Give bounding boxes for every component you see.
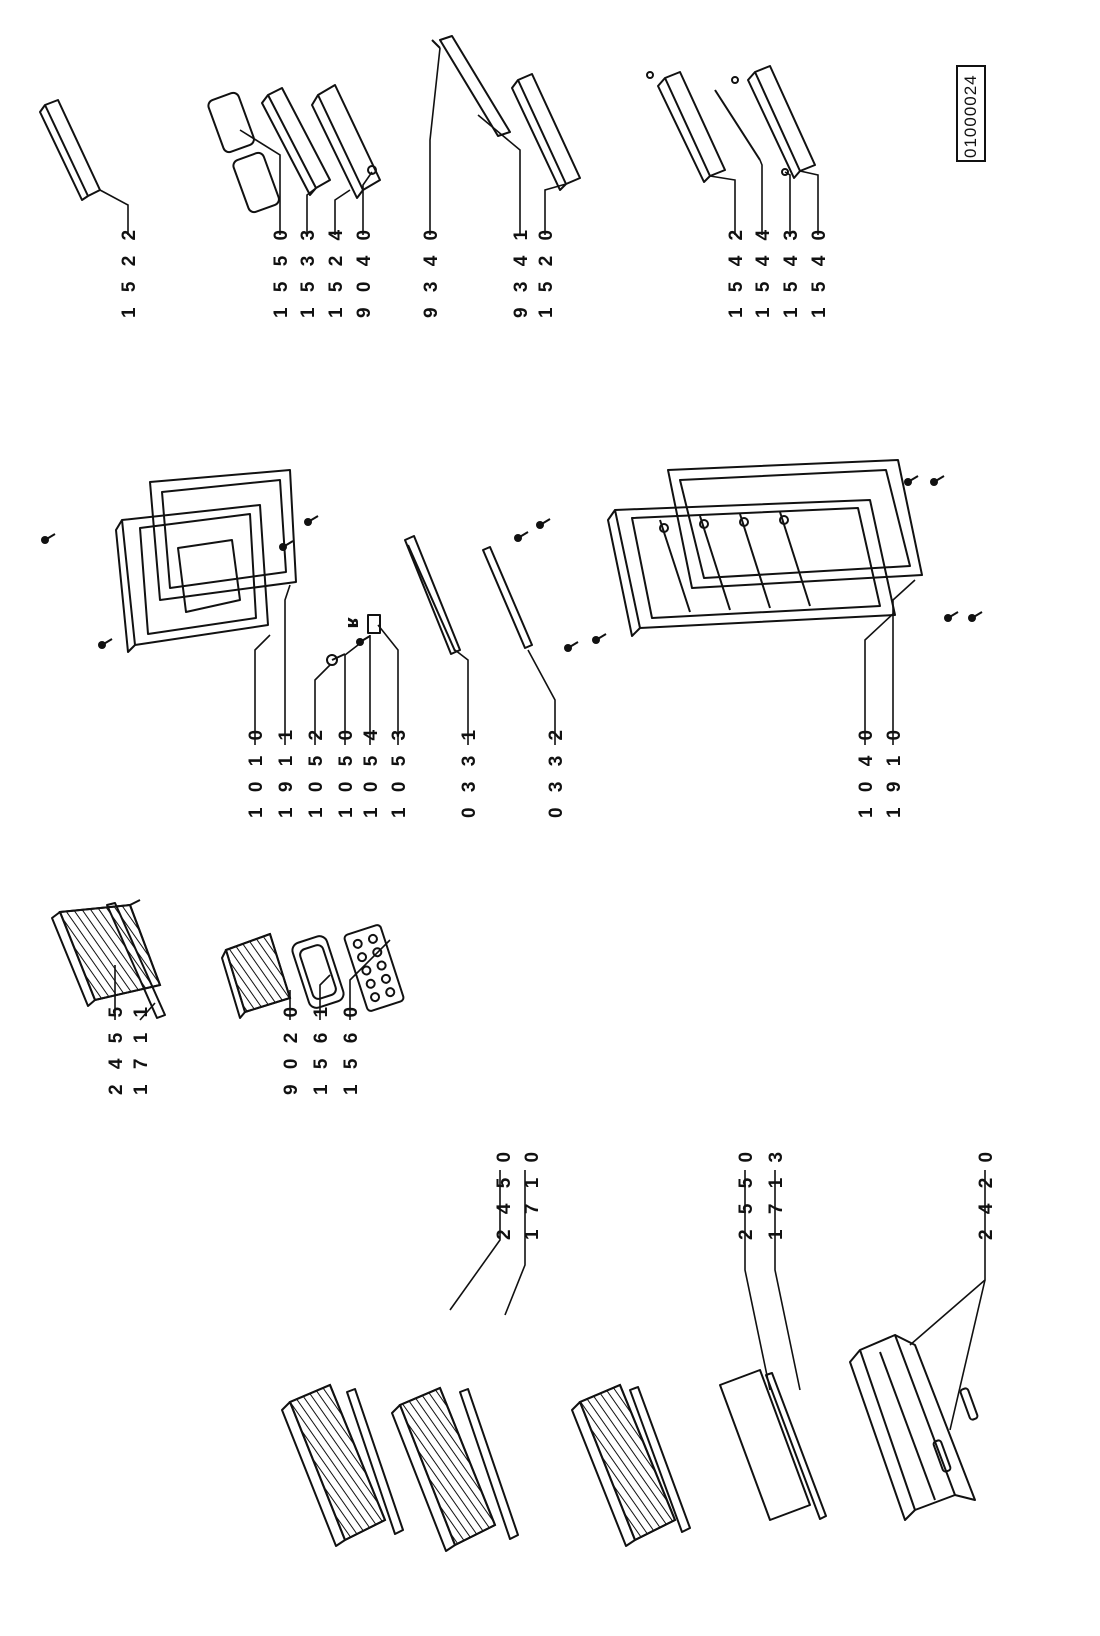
balcony-1542-drawing [657, 71, 726, 183]
part-label-1713: 1 7 1 3 [766, 1147, 787, 1240]
part-label-0332: 0 3 3 2 [546, 725, 567, 818]
freezer-gasket-1911-drawing [149, 469, 297, 601]
part-label-1543: 1 5 4 3 [781, 225, 802, 318]
part-label-1524: 1 5 2 4 [326, 225, 347, 318]
grille-shelf-lower-drawing [571, 1383, 691, 1547]
part-label-1052: 1 0 5 2 [306, 725, 327, 818]
pins-1544-1543-drawing [646, 71, 789, 176]
svg-text:ʁ: ʁ [342, 616, 363, 628]
part-label-1710: 1 7 1 0 [522, 1147, 543, 1240]
part-label-1561: 1 5 6 1 [311, 1002, 332, 1095]
grille-shelf-upper-drawing [281, 1383, 404, 1547]
part-label-9340: 9 3 4 0 [421, 225, 442, 318]
part-label-1010: 1 0 1 0 [246, 725, 267, 818]
part-label-1520: 1 5 2 0 [536, 225, 557, 318]
main-door-1040-drawing [607, 499, 896, 637]
document-code-box: 01000024 [956, 65, 986, 162]
part-label-1522: 1 5 2 2 [119, 225, 140, 318]
part-label-0331: 0 3 3 1 [459, 725, 480, 818]
crisper-drawer-2420-drawing [849, 1334, 979, 1521]
cover-strip-0331-drawing [404, 535, 461, 655]
part-label-1910: 1 9 1 0 [884, 725, 905, 818]
egg-trays-1550-drawing [207, 91, 280, 214]
part-label-1533: 1 5 3 3 [298, 225, 319, 318]
part-label-2455: 2 4 5 5 [106, 1002, 127, 1095]
main-gasket-1910-drawing [667, 459, 923, 589]
part-label-1542: 1 5 4 2 [726, 225, 747, 318]
part-label-1911: 1 9 1 1 [276, 725, 297, 818]
part-label-1054: 1 0 5 4 [361, 725, 382, 818]
hinge-fittings-drawing: ʁ [326, 614, 381, 666]
bottle-rack-1524-drawing [311, 84, 381, 199]
part-label-1711: 1 7 1 1 [131, 1002, 152, 1095]
part-label-1050: 1 0 5 0 [336, 725, 357, 818]
shelf-2455-drawing [51, 899, 162, 1007]
part-label-1540: 1 5 4 0 [809, 225, 830, 318]
rack-9020-drawing [221, 932, 292, 1019]
freezer-door-1010-drawing [115, 504, 269, 653]
part-label-1053: 1 0 5 3 [389, 725, 410, 818]
trim-strip-0332-drawing [482, 546, 533, 649]
ice-tray-1560-drawing [343, 924, 405, 1012]
balcony-1540-drawing [747, 65, 816, 179]
part-label-2450: 2 4 5 0 [494, 1147, 515, 1240]
part-label-9341: 9 3 4 1 [511, 225, 532, 318]
screws-and-clips-drawing [40, 475, 983, 653]
document-code: 01000024 [961, 74, 980, 158]
part-label-2420: 2 4 2 0 [976, 1147, 997, 1240]
leader-lines [99, 47, 986, 1431]
part-label-9040: 9 0 4 0 [354, 225, 375, 318]
part-label-9020: 9 0 2 0 [281, 1002, 302, 1095]
glass-strip-1711-drawing [106, 902, 166, 1019]
balcony-1522-drawing [39, 99, 101, 201]
strip-9340-drawing [431, 35, 511, 137]
grille-shelf-2450-drawing [391, 1386, 519, 1552]
part-label-1560: 1 5 6 0 [341, 1002, 362, 1095]
balcony-1520-drawing [511, 73, 581, 191]
tray-1561-drawing [291, 935, 345, 1009]
balcony-1533-drawing [261, 87, 331, 196]
part-label-2550: 2 5 5 0 [736, 1147, 757, 1240]
glass-shelf-2550-drawing [719, 1369, 827, 1521]
part-label-1550: 1 5 5 0 [271, 225, 292, 318]
part-label-1544: 1 5 4 4 [753, 225, 774, 318]
part-label-1040: 1 0 4 0 [856, 725, 877, 818]
part-labels: 2 4 5 5 1 7 1 1 9 0 2 0 1 5 6 1 1 5 6 0 … [106, 225, 997, 1240]
